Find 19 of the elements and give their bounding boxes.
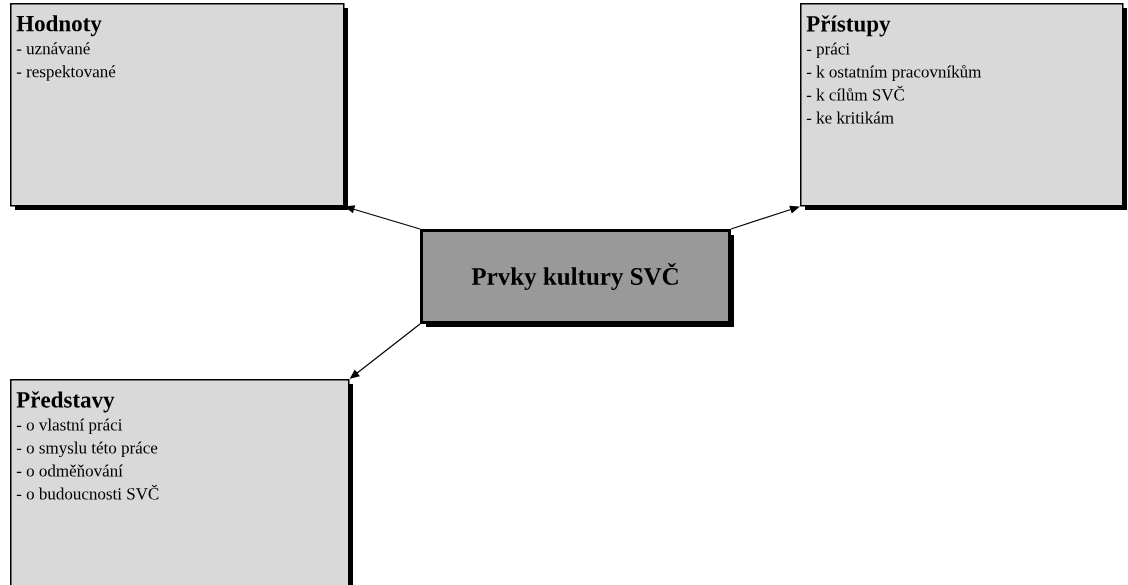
list-item: - k cílům SVČ bbox=[806, 85, 904, 101]
box-title: Prvky kultury SVČ bbox=[471, 262, 678, 291]
box-heading: Hodnoty bbox=[16, 15, 102, 37]
list-item: - ke kritikám bbox=[806, 111, 894, 124]
list-item: - práci bbox=[806, 42, 850, 59]
list-item: - o vlastní práci bbox=[16, 418, 123, 435]
list-item: - o smyslu této práce bbox=[16, 441, 158, 458]
list-item: - uznávané bbox=[16, 42, 90, 55]
box-heading: Představy bbox=[16, 391, 115, 413]
list-item: - respektované bbox=[16, 65, 116, 81]
list-item: - o odměňování bbox=[16, 464, 123, 477]
text-box bbox=[10, 379, 353, 585]
box-heading: Přístupy bbox=[806, 15, 891, 37]
text-box bbox=[800, 3, 1127, 210]
arrow bbox=[730, 205, 800, 230]
list-item: - o budoucnosti SVČ bbox=[16, 484, 159, 500]
text-box bbox=[10, 3, 348, 210]
central-box bbox=[420, 229, 734, 327]
list-item: - k ostatním pracovníkům bbox=[806, 65, 982, 82]
